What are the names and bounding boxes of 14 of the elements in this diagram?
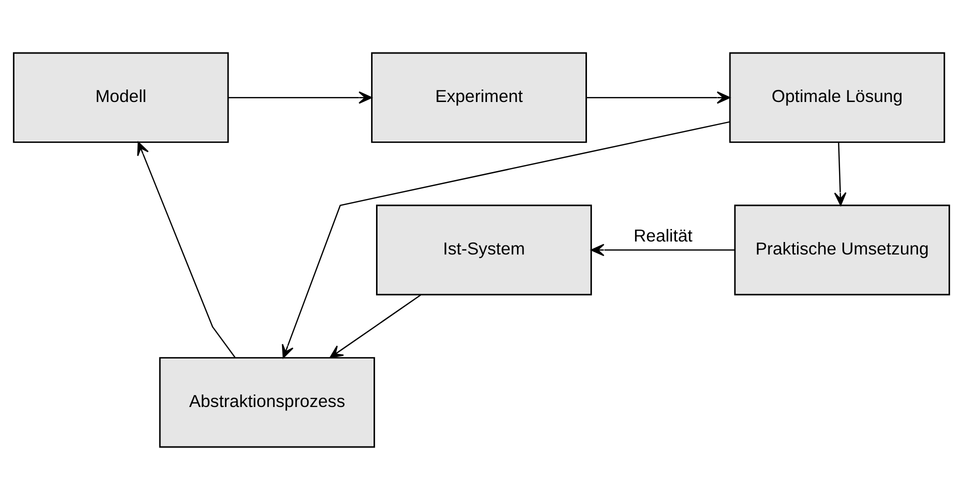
arrow bbox=[834, 142, 846, 206]
arrow bbox=[586, 90, 730, 104]
node-box: Optimale Lösung bbox=[729, 52, 946, 142]
node-box: Modell bbox=[12, 52, 229, 142]
node-box: Abstraktionsprozess bbox=[159, 356, 376, 448]
node-box: Praktische Umsetzung bbox=[734, 204, 950, 295]
arrow bbox=[590, 243, 735, 256]
node-box: Experiment bbox=[371, 52, 587, 142]
arrow bbox=[228, 90, 372, 104]
arrow bbox=[137, 141, 236, 358]
edge-label: Realität bbox=[634, 225, 692, 246]
node-box: Ist-System bbox=[376, 204, 592, 295]
arrow bbox=[330, 294, 422, 358]
arrow bbox=[282, 120, 730, 358]
